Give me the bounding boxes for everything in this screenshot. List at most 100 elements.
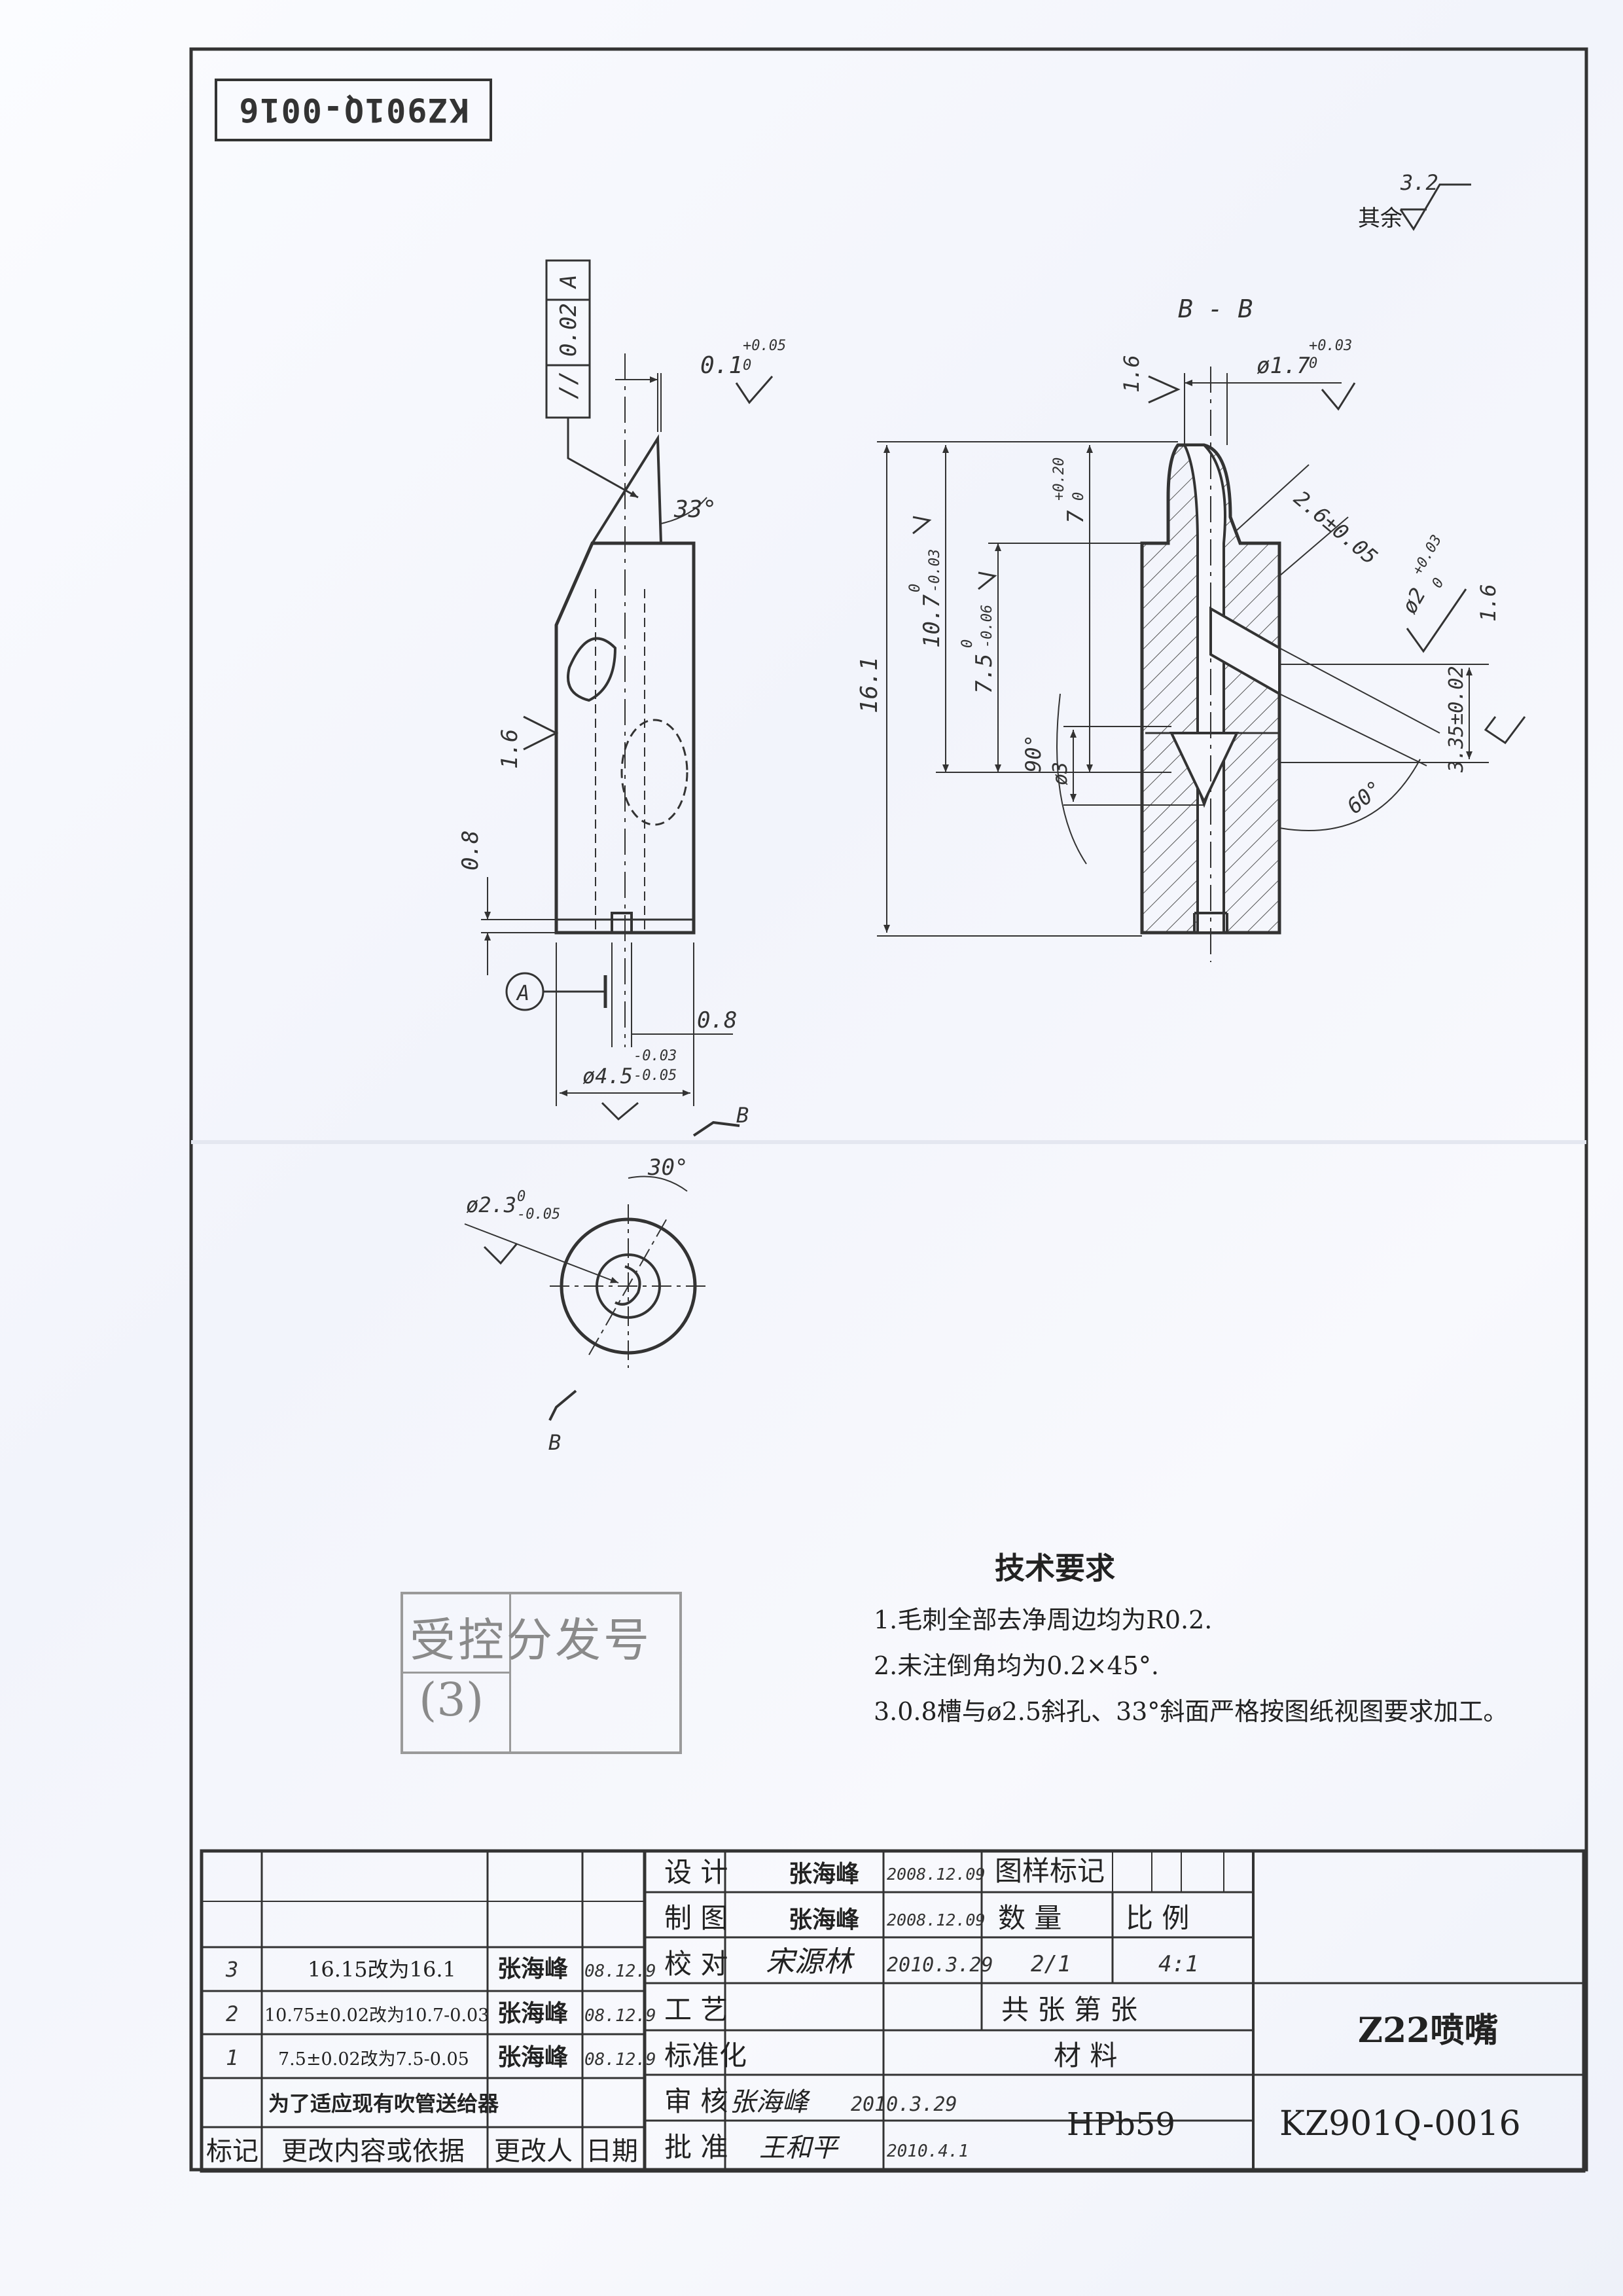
svg-text:3.35±0.02: 3.35±0.02: [1445, 666, 1468, 773]
datum-a-symbol: A: [505, 972, 607, 1011]
svg-text:制 图: 制 图: [664, 1902, 728, 1934]
svg-text:A: A: [516, 980, 529, 1005]
tech-requirement-item: 2.未注倒角均为0.2×45°.: [874, 1651, 1159, 1680]
inclined-hole: [567, 637, 617, 702]
svg-text:+0.03: +0.03: [1410, 532, 1446, 578]
svg-text:7.5±0.02改为7.5-0.05: 7.5±0.02改为7.5-0.05: [278, 2049, 469, 2070]
svg-text:-0.06: -0.06: [979, 605, 995, 648]
svg-text:2008.12.09: 2008.12.09: [887, 1910, 986, 1929]
svg-text:16.1: 16.1: [856, 656, 883, 713]
svg-text:16.15改为16.1: 16.15改为16.1: [308, 1957, 456, 1982]
svg-text:3.2: 3.2: [1400, 170, 1438, 195]
svg-text:材 料: 材 料: [1054, 2039, 1117, 2072]
svg-text:图样标记: 图样标记: [995, 1855, 1105, 1887]
controlled-distribution-stamp: 受控分发号 (3): [401, 1592, 682, 1754]
svg-text:-0.03: -0.03: [633, 1048, 677, 1064]
dim-7: 7 +0.20 0: [1051, 445, 1093, 772]
svg-text:10.75±0.02改为10.7-0.03: 10.75±0.02改为10.7-0.03: [264, 2005, 489, 2026]
revision-row: 3 16.15改为16.1 张海峰 08.12.9: [225, 1955, 656, 1982]
svg-text:设 计: 设 计: [664, 1856, 728, 1888]
tech-requirement-item: 3.0.8槽与ø2.5斜孔、33°斜面严格按图纸视图要求加工。: [874, 1697, 1508, 1726]
angle-60-annotation: 60°: [1279, 759, 1421, 831]
revision-row: 2 10.75±0.02改为10.7-0.03 张海峰 08.12.9: [226, 2000, 656, 2027]
dim-overall-16-1: 16.1: [856, 441, 1178, 937]
angle-30-annotation: 30°: [628, 1155, 688, 1192]
svg-text:2010.4.1: 2010.4.1: [887, 2142, 969, 2161]
roughness-right: 1.6: [1406, 584, 1501, 653]
svg-text:-0.05: -0.05: [633, 1067, 677, 1084]
svg-text:0: 0: [1429, 575, 1448, 591]
part-info: 图样标记 数 量 比 例 2/1 4:1 共 张 第 张 材 料 HPb59 Z…: [995, 1855, 1521, 2144]
svg-text:0.8: 0.8: [697, 1007, 737, 1033]
svg-text:08.12.9: 08.12.9: [584, 2006, 656, 2026]
svg-text:0: 0: [1309, 355, 1317, 372]
svg-text:1.6: 1.6: [1476, 584, 1501, 622]
svg-text:2: 2: [226, 2001, 238, 2026]
svg-text:+0.05: +0.05: [743, 338, 786, 354]
header-person: 更改人: [494, 2136, 573, 2166]
svg-text:0: 0: [959, 639, 976, 648]
svg-text:0: 0: [907, 584, 923, 592]
svg-text:30°: 30°: [647, 1155, 688, 1181]
general-roughness-symbol: 其余 3.2: [1358, 170, 1471, 232]
roughness-left: 1.6: [497, 715, 559, 769]
section-bb-view: [1140, 367, 1281, 962]
svg-text:08.12.9: 08.12.9: [584, 1962, 656, 1981]
svg-text:工 艺: 工 艺: [664, 1994, 728, 2026]
svg-text:其余: 其余: [1358, 206, 1402, 232]
svg-text:0: 0: [743, 357, 751, 374]
svg-text:标准化: 标准化: [664, 2039, 747, 2072]
svg-text:ø3: ø3: [1049, 762, 1072, 785]
front-view-outline: [554, 541, 696, 935]
angle-33-annotation: 33°: [660, 496, 717, 524]
svg-text:张海峰: 张海峰: [497, 2043, 568, 2071]
svg-text:ø2: ø2: [1397, 584, 1431, 618]
drawing-number-title-block: KZ901Q-0016: [1279, 2104, 1521, 2144]
svg-text:0: 0: [1071, 492, 1087, 501]
svg-text:审 核: 审 核: [664, 2085, 728, 2117]
svg-text:张海峰: 张海峰: [497, 1955, 568, 1982]
svg-text:B: B: [736, 1103, 749, 1128]
svg-text:0.02: 0.02: [556, 303, 582, 357]
svg-text:1.6: 1.6: [1119, 355, 1144, 393]
svg-text:60°: 60°: [1342, 776, 1387, 819]
roughness-bb-top: 1.6: [1119, 355, 1181, 404]
part-name: Z22喷嘴: [1358, 2011, 1498, 2051]
svg-text:33°: 33°: [673, 496, 717, 523]
bevel-33-face: [591, 434, 662, 545]
header-mark: 标记: [206, 2136, 259, 2166]
tech-requirements-title: 技术要求: [995, 1551, 1115, 1586]
end-view-cut-line-b: B B: [548, 1103, 749, 1455]
dim-10-7: 10.7 0 -0.03: [907, 445, 1171, 773]
material-value: HPb59: [1067, 2106, 1175, 2143]
svg-text:共 张 第 张: 共 张 第 张: [1001, 1994, 1137, 2026]
title-block: [200, 1849, 1586, 2173]
revision-table: 3 16.15改为16.1 张海峰 08.12.9 2 10.75±0.02改为…: [206, 1955, 656, 2166]
svg-text:3: 3: [225, 1957, 238, 1982]
tech-requirement-item: 1.毛刺全部去净周边均为R0.2.: [874, 1605, 1213, 1634]
stamp-text: 受控分发号: [410, 1613, 652, 1667]
svg-text:7: 7: [1063, 510, 1089, 524]
svg-text:2010.3.29: 2010.3.29: [887, 1954, 993, 1977]
svg-text:08.12.9: 08.12.9: [584, 2050, 656, 2070]
dim-diameter-1-7: ø1.7 +0.03 0: [1184, 338, 1356, 445]
svg-text:ø1.7: ø1.7: [1257, 353, 1310, 379]
svg-text:ø4.5: ø4.5: [582, 1064, 633, 1088]
dim-08-bottom: 0.8: [611, 942, 737, 1047]
drawing-number-box: [215, 79, 492, 141]
section-bb-label: B - B: [1178, 295, 1253, 323]
svg-text:0.8: 0.8: [457, 831, 484, 870]
front-view: [554, 353, 696, 1047]
svg-text:张海峰: 张海峰: [789, 1860, 859, 1888]
svg-text:10.7: 10.7: [919, 594, 945, 648]
svg-text:0.1: 0.1: [700, 352, 743, 379]
svg-text:2.6±0.05: 2.6±0.05: [1289, 486, 1382, 569]
header-content: 更改内容或依据: [281, 2136, 465, 2166]
svg-text:7.5: 7.5: [971, 654, 997, 694]
stamp-number: (3): [419, 1673, 484, 1727]
signoff-column: 设 计 制 图 校 对 工 艺 标准化 审 核 批 准 张海峰 2008.12.…: [664, 1856, 993, 2163]
dim-3-35: 3.35±0.02: [1279, 664, 1526, 773]
svg-text://: //: [555, 371, 582, 399]
